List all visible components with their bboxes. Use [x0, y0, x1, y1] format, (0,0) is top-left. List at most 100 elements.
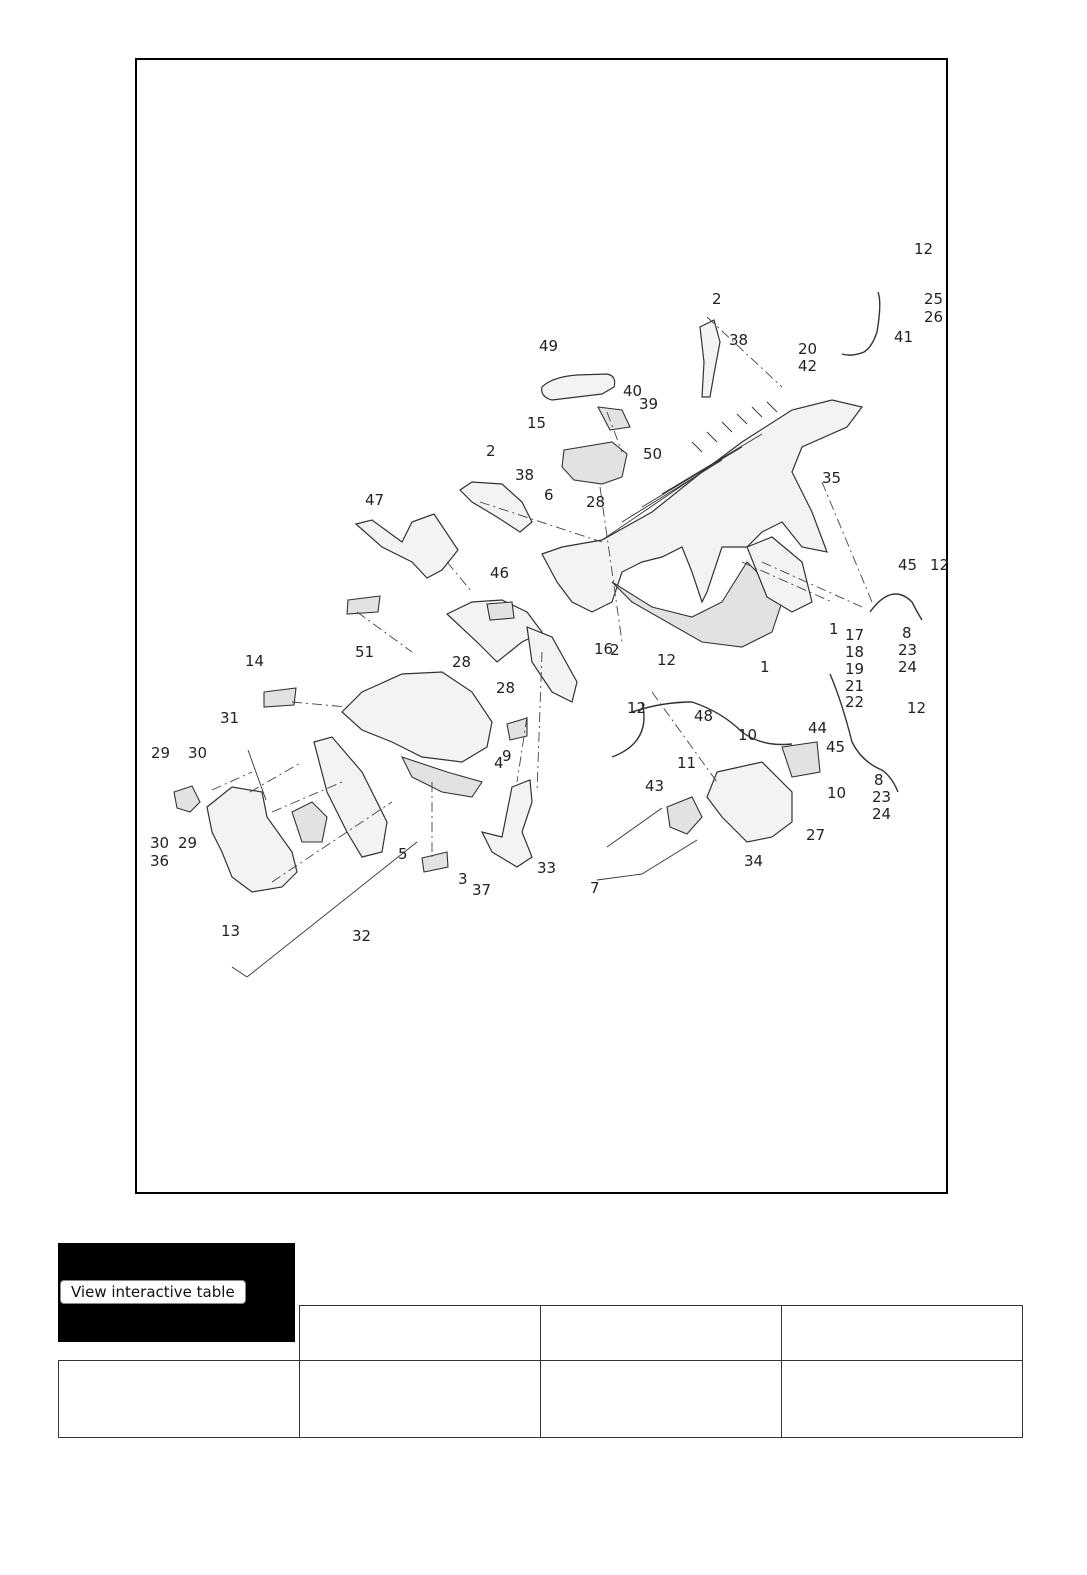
callout-29b: 29: [178, 834, 197, 852]
callout-47: 47: [365, 491, 384, 509]
callout-29: 29: [151, 744, 170, 762]
callout-8b: 8: [874, 771, 884, 789]
sensor-wire-45b: [829, 673, 899, 793]
reflector-part: [291, 801, 328, 843]
callout-49: 49: [539, 337, 558, 355]
table-header-cell: [540, 1305, 782, 1361]
bolt-part: [247, 749, 267, 801]
rear-frame-part: [541, 399, 864, 648]
callout-12c: 12: [657, 651, 676, 669]
callout-labels: 12 2 25 26 38 41 49 20 42 40 39 15 50 2 …: [150, 240, 949, 945]
callout-24b: 24: [872, 805, 891, 823]
table-cell: [540, 1360, 782, 1438]
callout-22: 22: [845, 693, 864, 711]
callout-45: 45: [898, 556, 917, 574]
license-bracket-part: [206, 786, 298, 893]
lamp-part: [173, 785, 201, 813]
table-header-row: [58, 1305, 1023, 1361]
callout-28c: 28: [496, 679, 515, 697]
callout-30b: 30: [150, 834, 169, 852]
callout-26: 26: [924, 308, 943, 326]
callout-37: 37: [472, 881, 491, 899]
callout-10: 10: [738, 726, 757, 744]
callout-2: 2: [712, 290, 722, 308]
bracket-upper-part: [699, 319, 721, 398]
callout-36: 36: [150, 852, 169, 870]
table-header-cell: [299, 1305, 541, 1361]
callout-27: 27: [806, 826, 825, 844]
callout-3: 3: [458, 870, 468, 888]
callout-45b: 45: [826, 738, 845, 756]
callout-12e: 12: [907, 699, 926, 717]
callout-30: 30: [188, 744, 207, 762]
callout-12d: 12: [627, 699, 646, 717]
callout-31: 31: [220, 709, 239, 727]
callout-2b: 2: [486, 442, 496, 460]
callout-51: 51: [355, 643, 374, 661]
callout-46: 46: [490, 564, 509, 582]
callout-39: 39: [639, 395, 658, 413]
callout-4: 4: [494, 754, 504, 772]
callout-7: 7: [590, 879, 600, 897]
callout-1: 1: [829, 620, 839, 638]
callout-21: 21: [845, 677, 864, 695]
callout-25: 25: [924, 290, 943, 308]
callout-9: 9: [502, 747, 512, 765]
table-cell: [299, 1360, 541, 1438]
table-header-cell: [781, 1305, 1023, 1361]
callout-20: 20: [798, 340, 817, 358]
callout-16: 16: [594, 640, 613, 658]
relay-part: [666, 796, 703, 835]
callout-50: 50: [643, 445, 662, 463]
callout-48: 48: [694, 707, 713, 725]
pad-part-small: [506, 717, 528, 741]
fender-lower-part: [400, 756, 483, 798]
callout-15: 15: [527, 414, 546, 432]
callout-10b: 10: [827, 784, 846, 802]
callout-33: 33: [537, 859, 556, 877]
sensor-wire-48: [611, 701, 793, 758]
callout-11: 11: [677, 754, 696, 772]
callout-17: 17: [845, 626, 864, 644]
callout-42: 42: [798, 357, 817, 375]
pad-part-bottom: [421, 851, 449, 873]
callout-41: 41: [894, 328, 913, 346]
callout-12b: 12: [930, 556, 949, 574]
callout-40: 40: [623, 382, 642, 400]
callout-32: 32: [352, 927, 371, 945]
callout-38: 38: [729, 331, 748, 349]
rod-part: [606, 807, 698, 875]
diagram-drawing: 12 2 25 26 38 41 49 20 42 40 39 15 50 2 …: [150, 240, 949, 978]
callout-19: 19: [845, 660, 864, 678]
mount-plate-part: [526, 626, 578, 703]
relay-part-44: [781, 741, 821, 778]
side-cover-part: [354, 513, 459, 579]
callout-13: 13: [221, 922, 240, 940]
rear-fender-part: [341, 671, 493, 763]
table-row: [58, 1360, 1023, 1438]
callout-12: 12: [914, 240, 933, 258]
callout-5: 5: [398, 845, 408, 863]
callout-18: 18: [845, 643, 864, 661]
control-module-part: [561, 441, 628, 485]
callout-23b: 23: [872, 788, 891, 806]
callout-6: 6: [544, 486, 554, 504]
table-cell: [58, 1360, 300, 1438]
callout-38b: 38: [515, 466, 534, 484]
callout-2c: 2: [610, 641, 620, 659]
parts-table: [58, 1305, 1023, 1438]
relay-bracket-part: [706, 761, 793, 843]
table-header-cell: [58, 1305, 300, 1361]
side-bracket-part: [480, 779, 533, 868]
callout-14: 14: [245, 652, 264, 670]
bracket-lower-part: [459, 481, 533, 533]
sensor-wire-45a: [869, 593, 923, 621]
view-interactive-table-button[interactable]: View interactive table: [60, 1280, 246, 1304]
callout-28: 28: [586, 493, 605, 511]
callout-43: 43: [645, 777, 664, 795]
pad-part-14: [263, 687, 297, 708]
callout-23: 23: [898, 641, 917, 659]
connector-part: [597, 406, 631, 431]
exploded-parts-diagram: 12 2 25 26 38 41 49 20 42 40 39 15 50 2 …: [135, 58, 949, 1194]
grab-handle-part: [541, 373, 616, 401]
